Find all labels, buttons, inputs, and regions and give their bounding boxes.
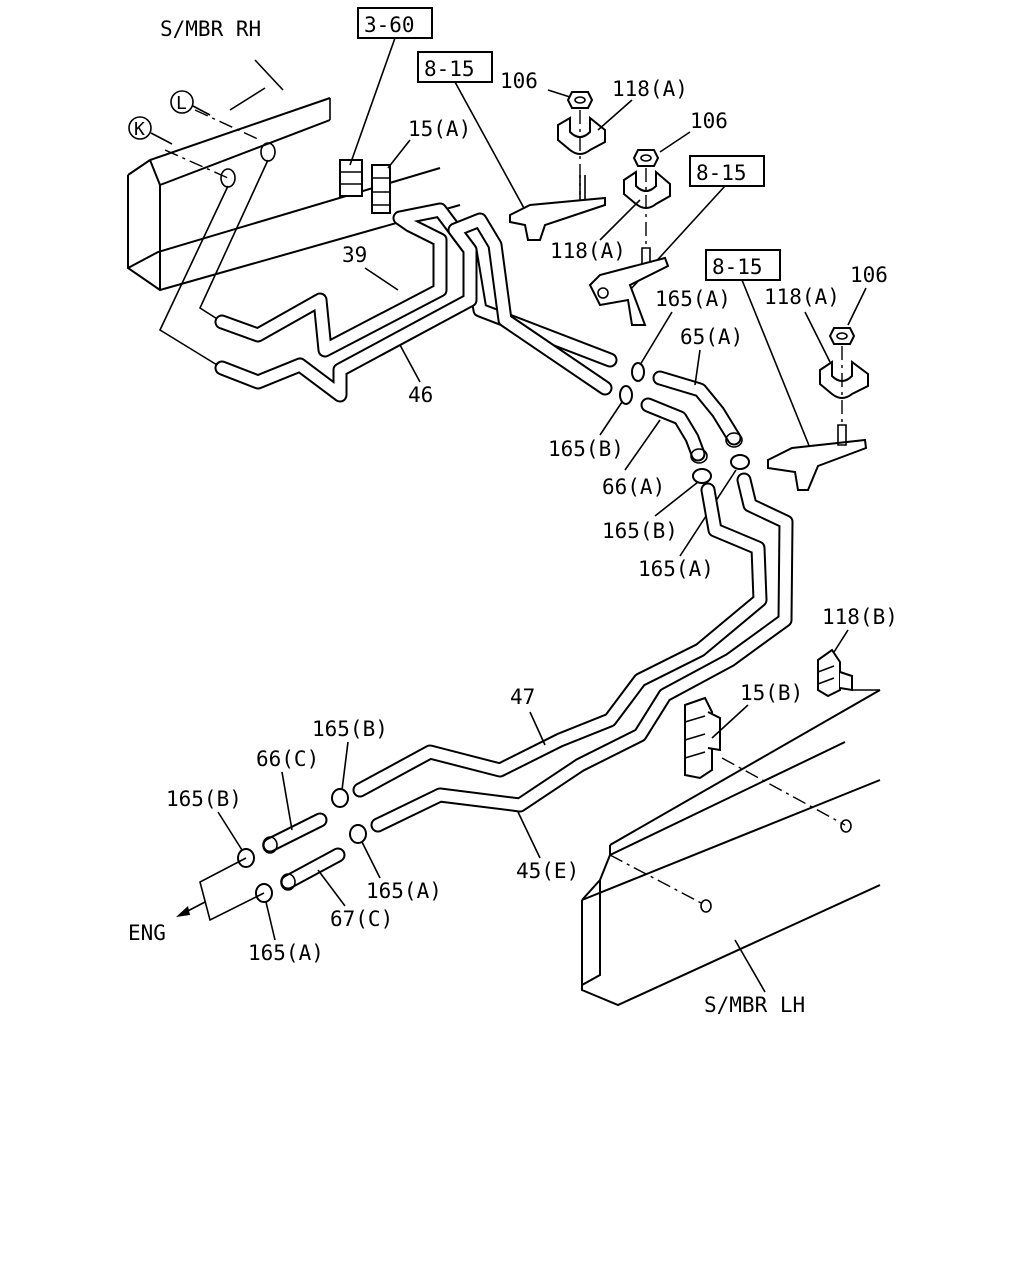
- label-ref-k: K: [134, 119, 145, 140]
- nut-106-b: [632, 149, 660, 167]
- label-165a-1: 165(A): [655, 287, 731, 311]
- label-45e: 45(E): [516, 859, 579, 883]
- clamp-165b-2: [692, 468, 712, 484]
- label-165a-3: 165(A): [366, 879, 442, 903]
- clamp-165b-3: [331, 788, 349, 808]
- label-165a-2: 165(A): [638, 557, 714, 581]
- hose-67c: [280, 847, 346, 891]
- side-member-lh: [581, 689, 881, 1007]
- label-118a-3: 118(A): [764, 285, 840, 309]
- label-ref-8-15-c: 8-15: [712, 255, 763, 279]
- ref-circle-l: [170, 90, 194, 114]
- label-106-b: 106: [690, 109, 728, 133]
- clamp-118a-1: [557, 115, 606, 155]
- label-65a: 65(A): [680, 325, 743, 349]
- label-46: 46: [408, 383, 433, 407]
- label-165b-3: 165(B): [312, 717, 388, 741]
- label-165b-4: 165(B): [166, 787, 242, 811]
- label-15b: 15(B): [740, 681, 803, 705]
- label-165b-2: 165(B): [602, 519, 678, 543]
- nut-106-a: [566, 91, 594, 109]
- clamp-118a-3: [819, 360, 869, 399]
- label-ref-8-15-a: 8-15: [424, 57, 475, 81]
- label-106-a: 106: [500, 69, 538, 93]
- pipe-46: [214, 212, 613, 403]
- label-ref-8-15-b: 8-15: [696, 161, 747, 185]
- clip-15b: [684, 696, 721, 780]
- clamp-165a-2: [730, 454, 750, 470]
- eng-arrow: [176, 857, 265, 922]
- ref-box-3-60: [357, 7, 433, 39]
- bracket-2: [588, 256, 670, 326]
- label-ref-3-60: 3-60: [364, 13, 415, 37]
- label-39: 39: [342, 243, 367, 267]
- label-118b: 118(B): [822, 605, 898, 629]
- clamp-118a-2: [623, 169, 671, 209]
- clip-15a: [339, 159, 391, 214]
- side-member-rh: [127, 59, 461, 369]
- bracket-1: [509, 175, 606, 241]
- hose-65a: [652, 370, 743, 448]
- ref-box-8-15-a: [417, 51, 493, 83]
- label-118a-1: 118(A): [612, 77, 688, 101]
- clamp-165a-3: [349, 824, 367, 844]
- ref-box-8-15-b: [689, 155, 765, 187]
- nut-106-c: [828, 327, 856, 345]
- hose-66c: [262, 812, 328, 854]
- ref-circle-k: [128, 116, 152, 140]
- label-15a: 15(A): [408, 117, 471, 141]
- label-106-c: 106: [850, 263, 888, 287]
- clip-118b: [817, 648, 853, 698]
- label-67c: 67(C): [330, 907, 393, 931]
- clamp-165b-1: [619, 385, 633, 405]
- label-47: 47: [510, 685, 535, 709]
- bracket-3: [767, 424, 868, 491]
- clamp-165a-1: [631, 362, 645, 382]
- label-ref-l: L: [176, 93, 187, 114]
- label-66c: 66(C): [256, 747, 319, 771]
- label-smbr-lh: S/MBR LH: [704, 993, 805, 1017]
- label-165b-1: 165(B): [548, 437, 624, 461]
- label-66a: 66(A): [602, 475, 665, 499]
- label-smbr-rh: S/MBR RH: [160, 17, 261, 41]
- ref-box-8-15-c: [705, 249, 781, 281]
- label-165a-4: 165(A): [248, 941, 324, 965]
- pipe-45e: [370, 472, 794, 833]
- hose-66a: [640, 397, 708, 464]
- label-eng: ENG: [128, 921, 166, 945]
- label-118a-2: 118(A): [550, 239, 626, 263]
- pipe-47: [352, 482, 768, 798]
